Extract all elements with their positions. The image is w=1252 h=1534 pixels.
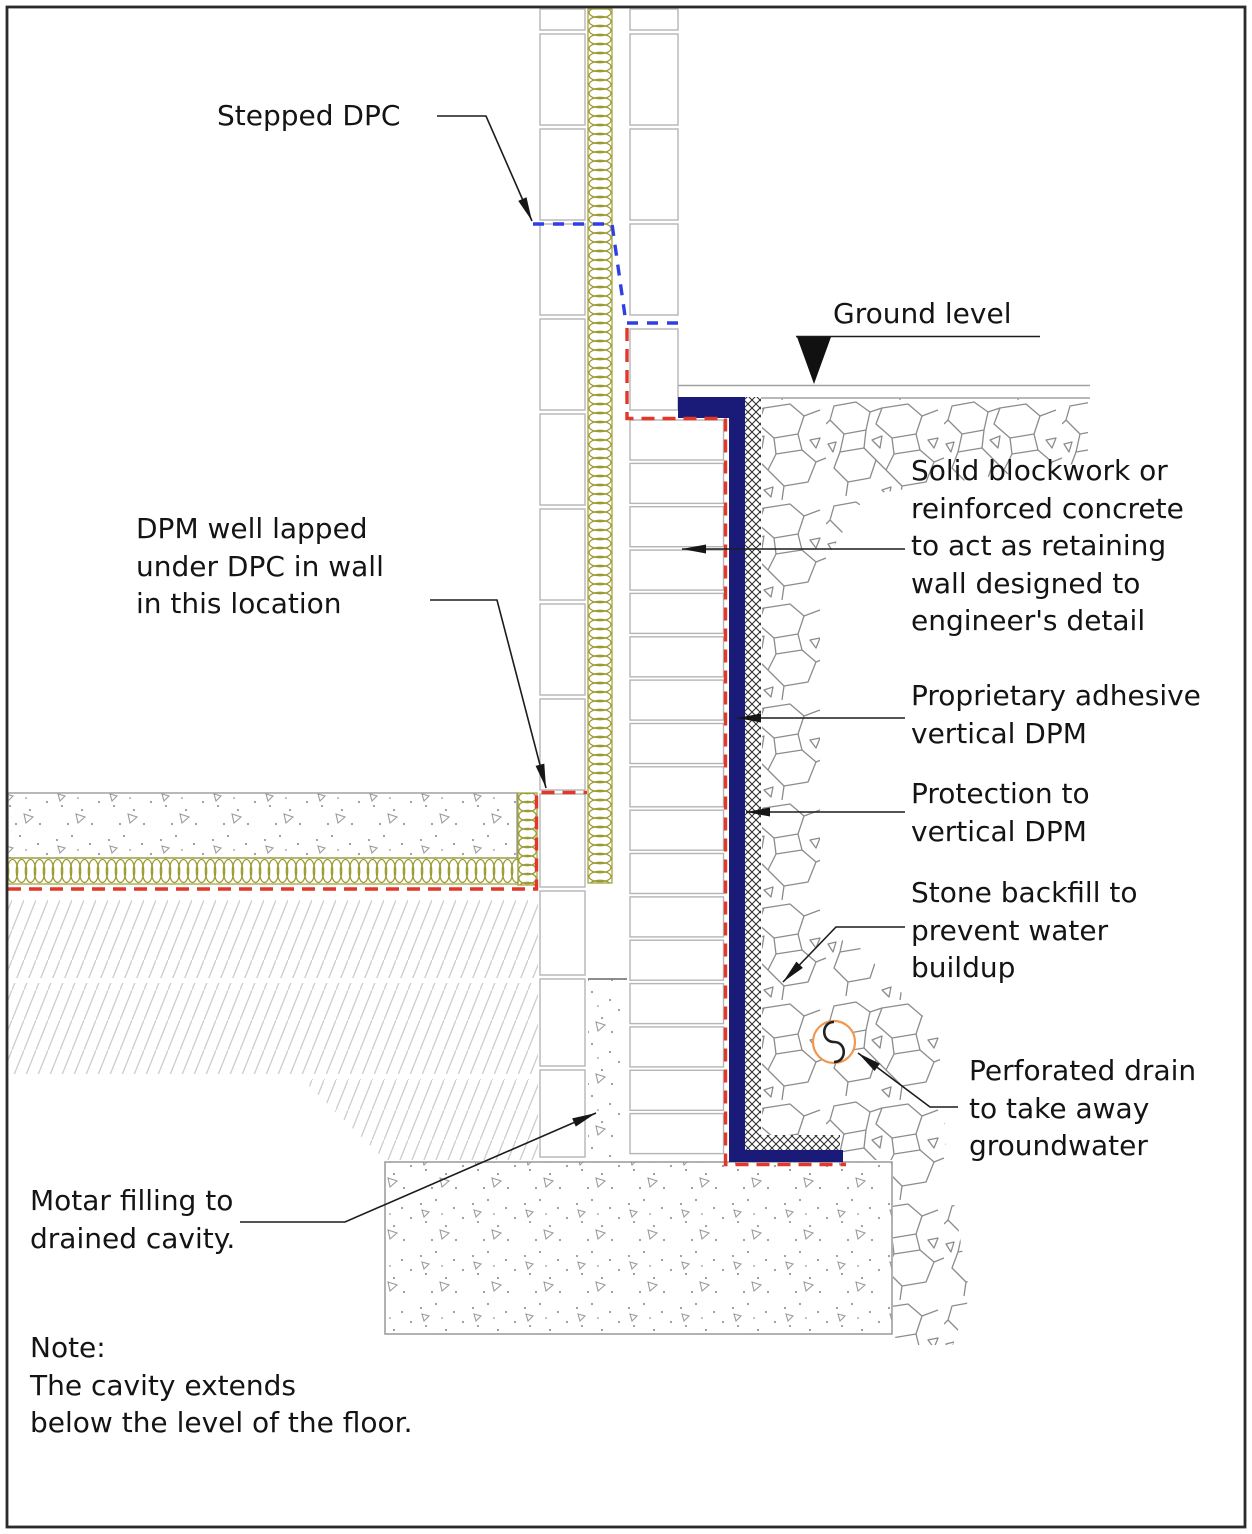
label-protection-dpm: Protection to vertical DPM xyxy=(911,777,1090,848)
block xyxy=(629,852,725,895)
earth-hatch xyxy=(8,900,538,1160)
block xyxy=(539,978,586,1067)
block xyxy=(539,223,586,316)
page-border xyxy=(5,5,1247,1529)
label-perforated-drain: Perforated drain to take away groundwate… xyxy=(969,1054,1197,1162)
outer-leaf-blockwork xyxy=(629,8,679,411)
cavity-insulation xyxy=(587,8,613,884)
ground-level-marker xyxy=(796,335,1040,384)
block xyxy=(629,1069,725,1112)
leader-dpm-lapped xyxy=(430,599,547,789)
block xyxy=(539,793,586,888)
retaining-wall-blockwork xyxy=(629,419,725,1155)
block xyxy=(629,982,725,1025)
block xyxy=(539,890,586,976)
block xyxy=(629,462,725,505)
dpm-red-dashed-lines xyxy=(8,328,846,1167)
floor-insulation xyxy=(7,857,519,885)
block xyxy=(629,128,679,221)
label-stepped-dpc: Stepped DPC xyxy=(217,99,401,132)
block xyxy=(629,1112,725,1155)
block xyxy=(539,698,586,791)
mortar-cavity-fill xyxy=(588,978,627,1157)
block xyxy=(629,549,725,591)
stone-backfill xyxy=(762,398,1088,1345)
leader-perforated-drain xyxy=(857,1052,958,1108)
floor-slab xyxy=(7,792,518,859)
block xyxy=(539,318,586,411)
leader-stepped-dpc xyxy=(437,115,533,222)
block xyxy=(539,33,586,126)
inner-leaf-blockwork xyxy=(539,8,586,1158)
label-mortar-filling: Motar filling to drained cavity. xyxy=(30,1184,236,1255)
block xyxy=(539,413,586,506)
block xyxy=(539,508,586,601)
dpm-protection-board xyxy=(745,397,840,1150)
block xyxy=(629,896,725,938)
leader-mortar-filling xyxy=(240,1112,597,1223)
ground-lines xyxy=(678,384,1090,399)
block xyxy=(629,223,679,316)
block xyxy=(629,809,725,851)
label-dpm-lapped: DPM well lapped under DPC in wall in thi… xyxy=(136,512,384,620)
block xyxy=(629,722,725,765)
block xyxy=(629,679,725,721)
block xyxy=(629,419,725,461)
block xyxy=(629,506,725,548)
block xyxy=(539,603,586,696)
label-note: Note: The cavity extends below the level… xyxy=(30,1331,413,1439)
block xyxy=(629,33,679,126)
label-proprietary-dpm: Proprietary adhesive vertical DPM xyxy=(911,679,1201,750)
vertical-dpm-membrane xyxy=(678,397,843,1162)
block xyxy=(539,8,586,31)
block xyxy=(629,939,725,981)
foundation xyxy=(384,1161,893,1335)
block xyxy=(629,636,725,678)
label-solid-blockwork: Solid blockwork or reinforced concrete t… xyxy=(911,454,1184,637)
label-ground-level: Ground level xyxy=(833,297,1012,330)
stepped-dpc-line xyxy=(533,222,678,325)
block xyxy=(539,128,586,221)
block xyxy=(629,8,679,31)
block xyxy=(629,1026,725,1068)
leader-lines xyxy=(240,115,958,1223)
leader-stone-backfill xyxy=(782,926,905,983)
block xyxy=(629,592,725,635)
block xyxy=(629,328,679,411)
perforated-drain xyxy=(811,1019,857,1065)
block xyxy=(629,766,725,808)
block xyxy=(539,1069,586,1158)
insulation-upstand xyxy=(517,792,538,886)
label-stone-backfill: Stone backfill to prevent water buildup xyxy=(911,876,1138,984)
